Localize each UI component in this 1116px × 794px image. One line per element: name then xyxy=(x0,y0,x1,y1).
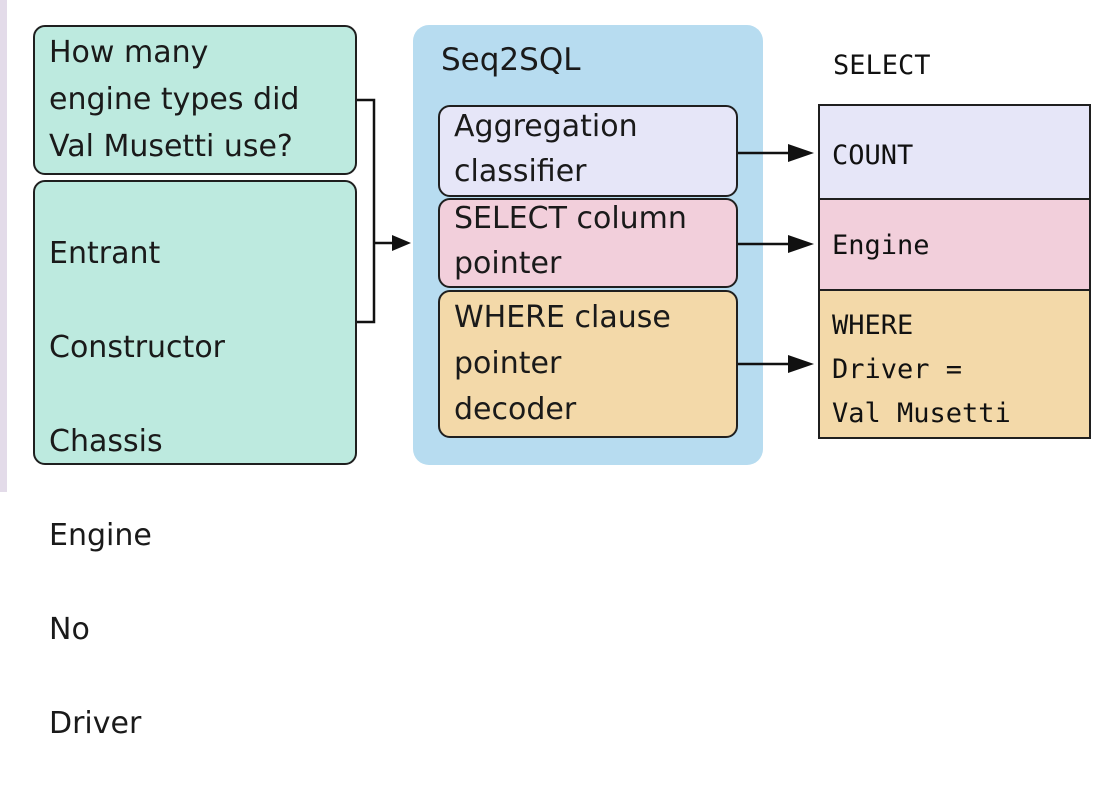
where-arrowhead xyxy=(788,355,814,373)
columns-box: Entrant Constructor Chassis Engine No Dr… xyxy=(33,180,357,741)
output-select-box: Engine xyxy=(818,198,1091,291)
aggregation-classifier-box: Aggregation classifier xyxy=(438,105,738,197)
output-aggregation-value: COUNT xyxy=(832,140,914,171)
model-title: Seq2SQL xyxy=(441,42,581,78)
diagram-canvas: How many engine types did Val Musetti us… xyxy=(0,0,1091,741)
column-item-entrant: Entrant xyxy=(49,236,161,271)
input-arrowhead xyxy=(392,235,411,251)
output-where-box: WHERE Driver = Val Musetti xyxy=(818,289,1091,439)
input-bracket xyxy=(357,98,376,324)
connectors xyxy=(357,98,814,373)
output-where-value: WHERE Driver = Val Musetti xyxy=(832,310,1011,429)
select-pointer-box: SELECT column pointer xyxy=(438,198,738,288)
select-arrowhead xyxy=(788,235,814,253)
column-item-chassis: Chassis xyxy=(49,424,163,459)
where-decoder-label: WHERE clause pointer decoder xyxy=(454,300,671,427)
column-item-engine: Engine xyxy=(49,518,152,553)
aggregation-classifier-label: Aggregation classifier xyxy=(454,109,638,189)
left-edge-bar xyxy=(0,0,7,492)
column-item-no: No xyxy=(49,612,90,647)
select-pointer-label: SELECT column pointer xyxy=(454,201,687,281)
aggregation-arrowhead xyxy=(788,144,814,162)
column-item-constructor: Constructor xyxy=(49,330,226,365)
output-aggregation-box: COUNT xyxy=(818,104,1091,200)
where-decoder-box: WHERE clause pointer decoder xyxy=(438,290,738,438)
question-box: How many engine types did Val Musetti us… xyxy=(33,25,357,175)
question-text: How many engine types did Val Musetti us… xyxy=(49,35,300,164)
column-item-driver: Driver xyxy=(49,706,142,741)
select-header: SELECT xyxy=(833,50,931,81)
output-select-value: Engine xyxy=(832,230,930,261)
